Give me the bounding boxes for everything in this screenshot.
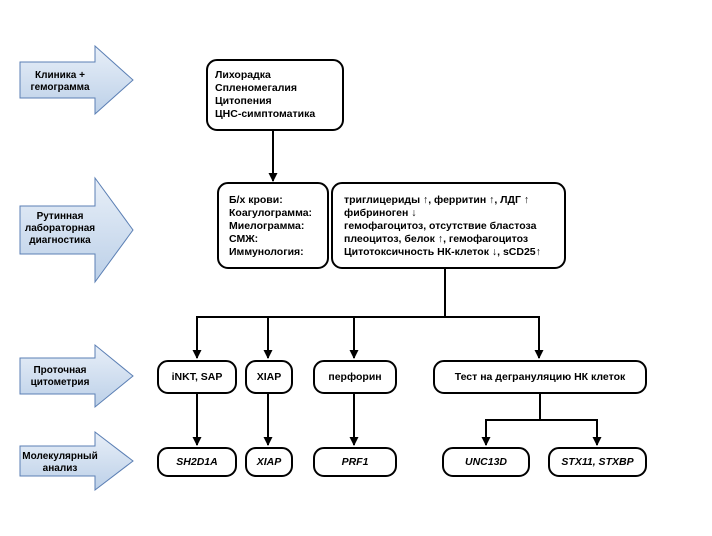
stage-label-line: гемограмма xyxy=(30,82,90,93)
stage-label-routine-lab: Рутинная лабораторная диагностика xyxy=(22,211,98,247)
stage-arrow-molecular xyxy=(19,430,134,492)
stage-label-line: диагностика xyxy=(29,235,91,246)
gene-label: PRF1 xyxy=(341,456,369,468)
lab-test-name: Миелограмма: xyxy=(229,220,305,232)
gene-label: STX11, STXBP xyxy=(561,456,634,468)
lab-test-name: Коагулограмма: xyxy=(229,207,313,219)
lab-finding: фибриноген ↓ xyxy=(344,207,417,219)
lab-findings-box: триглицериды ↑, ферритин ↑, ЛДГ ↑ фибрин… xyxy=(331,182,566,269)
lab-finding: плеоцитоз, белок ↑, гемофагоцитоз xyxy=(344,233,529,245)
clinical-finding: Цитопения xyxy=(215,95,272,107)
flow-box-label: Тест на дегрануляцию НК клеток xyxy=(454,371,626,383)
clinical-findings-box: Лихорадка Спленомегалия Цитопения ЦНС-си… xyxy=(206,59,344,131)
flow-box-perforin: перфорин xyxy=(313,360,397,394)
lab-tests-box: Б/х крови: Коагулограмма: Миелограмма: С… xyxy=(217,182,329,269)
stage-label-line: Клиника + xyxy=(35,70,85,81)
stage-label-molecular: Молекулярный анализ xyxy=(20,451,100,475)
flow-box-degranulation-test: Тест на дегрануляцию НК клеток xyxy=(433,360,647,394)
gene-label: SH2D1A xyxy=(176,456,218,468)
lab-test-name: Иммунология: xyxy=(229,246,304,258)
flow-box-xiap: XIAP xyxy=(245,360,293,394)
stage-label-line: лабораторная xyxy=(24,223,96,234)
stage-arrow-clinical xyxy=(19,44,134,116)
stage-label-line: Молекулярный xyxy=(22,451,98,462)
flow-box-inkt-sap: iNKT, SAP xyxy=(157,360,237,394)
stage-arrow-flow-cytometry xyxy=(19,343,134,409)
gene-box-sh2d1a: SH2D1A xyxy=(157,447,237,477)
lab-test-name: СМЖ: xyxy=(229,233,259,245)
lab-finding: триглицериды ↑, ферритин ↑, ЛДГ ↑ xyxy=(344,194,530,206)
stage-label-clinical: Клиника + гемограмма xyxy=(22,70,98,94)
stage-label-line: анализ xyxy=(42,463,78,474)
stage-label-line: Рутинная xyxy=(36,211,84,222)
stage-arrow-routine-lab xyxy=(19,176,134,284)
stage-label-line: цитометрия xyxy=(30,377,90,388)
stage-label-flow-cytometry: Проточная цитометрия xyxy=(22,365,98,389)
gene-label: XIAP xyxy=(256,456,282,468)
gene-box-unc13d: UNC13D xyxy=(442,447,530,477)
clinical-finding: Лихорадка xyxy=(215,69,271,81)
gene-box-prf1: PRF1 xyxy=(313,447,397,477)
clinical-finding: Спленомегалия xyxy=(215,82,297,94)
flow-box-label: iNKT, SAP xyxy=(171,371,223,383)
clinical-finding: ЦНС-симптоматика xyxy=(215,108,316,120)
stage-label-line: Проточная xyxy=(33,365,87,376)
gene-box-stx11-stxbp: STX11, STXBP xyxy=(548,447,647,477)
lab-test-name: Б/х крови: xyxy=(229,194,283,206)
gene-box-xiap: XIAP xyxy=(245,447,293,477)
flow-box-label: XIAP xyxy=(256,371,282,383)
gene-label: UNC13D xyxy=(464,456,507,468)
flow-box-label: перфорин xyxy=(328,371,382,383)
lab-finding: гемофагоцитоз, отсутствие бластоза xyxy=(344,220,537,232)
lab-finding: Цитотоксичность НК-клеток ↓, sCD25↑ xyxy=(344,246,541,258)
